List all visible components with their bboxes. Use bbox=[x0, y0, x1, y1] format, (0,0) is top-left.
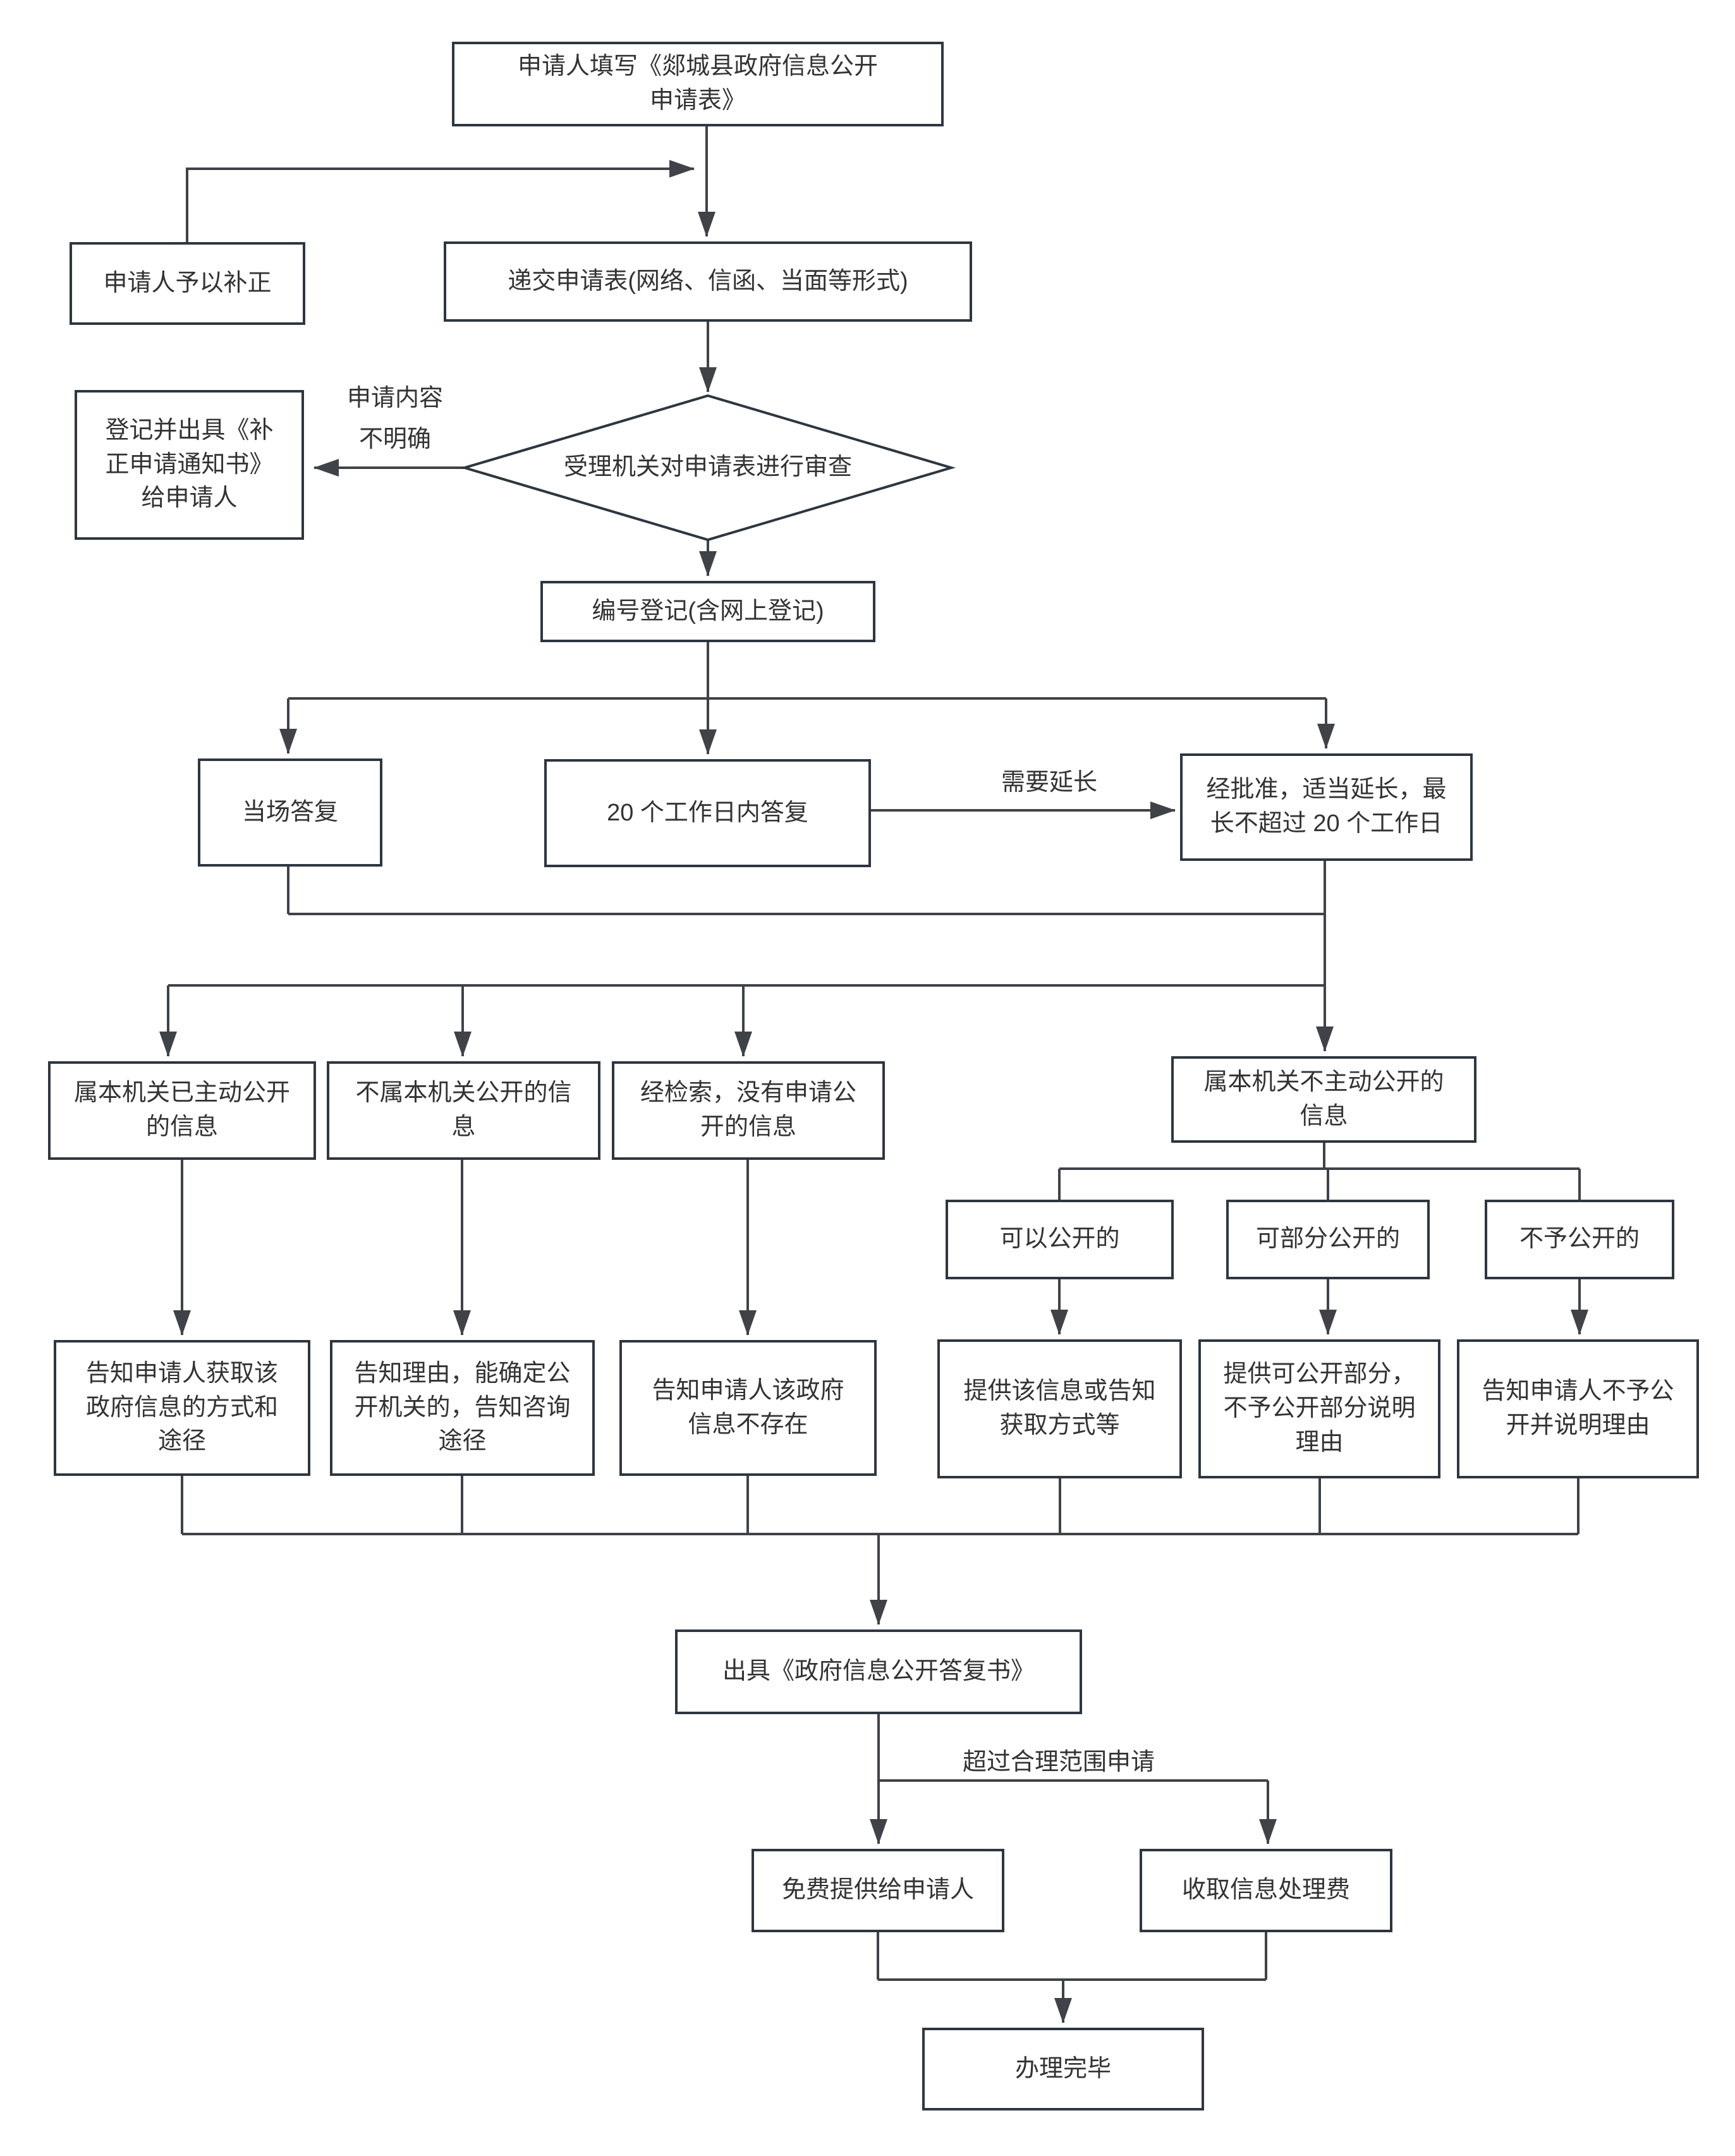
node-partially-public: 可部分公开的 bbox=[1226, 1200, 1430, 1279]
node-fill-application-form: 申请人填写《郯城县政府信息公开 申请表》 bbox=[452, 42, 944, 126]
node-already-public-info: 属本机关已主动公开 的信息 bbox=[48, 1061, 316, 1160]
node-inform-access-way: 告知申请人获取该 政府信息的方式和 途径 bbox=[54, 1340, 310, 1476]
node-inform-reason-consult: 告知理由，能确定公 开机关的，告知咨询 途径 bbox=[330, 1340, 595, 1476]
node-register-correction-notice: 登记并出具《补 正申请通知书》 给申请人 bbox=[75, 390, 304, 540]
node-reply-20-workdays: 20 个工作日内答复 bbox=[544, 759, 871, 867]
node-not-proactively-public-info: 属本机关不主动公开的 信息 bbox=[1171, 1056, 1476, 1143]
edge-supplement-loopback bbox=[186, 160, 695, 242]
node-charge-processing-fee: 收取信息处理费 bbox=[1140, 1849, 1392, 1932]
node-submit-application: 递交申请表(网络、信函、当面等形式) bbox=[444, 241, 972, 322]
node-not-to-be-public: 不予公开的 bbox=[1485, 1200, 1674, 1279]
node-onsite-reply: 当场答复 bbox=[198, 758, 382, 867]
decision-diamond bbox=[460, 394, 956, 542]
node-issue-reply-document: 出具《政府信息公开答复书》 bbox=[675, 1629, 1082, 1714]
node-number-registration: 编号登记(含网上登记) bbox=[540, 581, 875, 642]
node-review-decision: 受理机关对申请表进行审查 bbox=[563, 454, 852, 481]
node-process-complete: 办理完毕 bbox=[922, 2028, 1204, 2110]
node-inform-nonexistent: 告知申请人该政府 信息不存在 bbox=[619, 1340, 877, 1476]
node-provide-info: 提供该信息或告知 获取方式等 bbox=[937, 1339, 1182, 1478]
node-provide-partial: 提供可公开部分， 不予公开部分说明 理由 bbox=[1198, 1339, 1440, 1478]
node-inform-refusal: 告知申请人不予公 开并说明理由 bbox=[1457, 1339, 1699, 1478]
node-applicant-supplement: 申请人予以补正 bbox=[70, 242, 305, 325]
node-not-this-org-info: 不属本机关公开的信 息 bbox=[327, 1061, 600, 1160]
node-approved-extension: 经批准，适当延长，最 长不超过 20 个工作日 bbox=[1180, 753, 1473, 861]
node-info-not-found: 经检索，没有申请公 开的信息 bbox=[612, 1061, 885, 1160]
edge-label-need-extension: 需要延长 bbox=[1001, 769, 1097, 796]
edge-label-over-reasonable-scope: 超过合理范围申请 bbox=[962, 1749, 1155, 1775]
node-free-provide: 免费提供给申请人 bbox=[752, 1849, 1004, 1932]
edge-label-content-unclear: 申请内容 不明确 bbox=[346, 385, 443, 453]
node-can-be-public: 可以公开的 bbox=[946, 1200, 1174, 1279]
